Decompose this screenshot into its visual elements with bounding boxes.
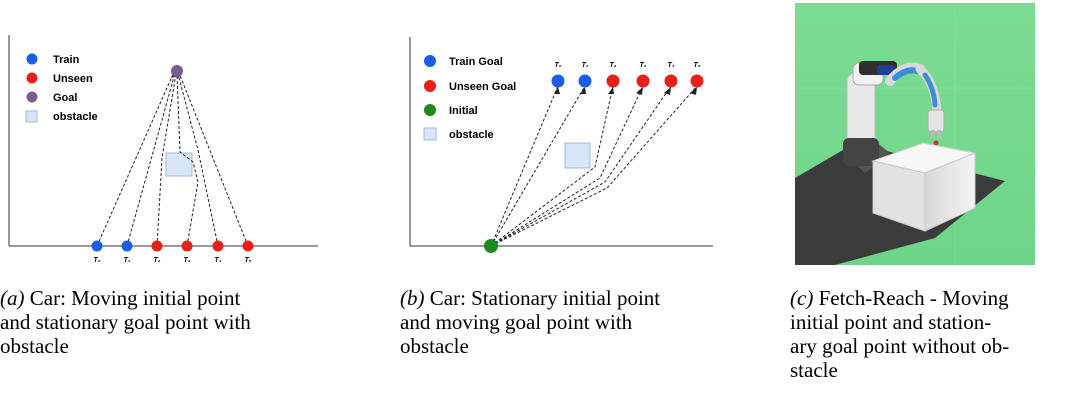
caption-b-label: (b)	[400, 286, 425, 310]
tick-label-t0: T₀	[554, 62, 561, 69]
caption-a-label: (a)	[0, 286, 25, 310]
legend-unseen-goal-marker	[424, 80, 436, 92]
caption-a-line-2: and stationary goal point with	[0, 310, 251, 334]
legend-train-marker	[26, 53, 38, 65]
figure-b-diagram: Train Goal Unseen Goal Initial obstacle …	[409, 37, 713, 253]
caption-b-line-1: Car: Stationary initial point	[429, 286, 661, 310]
tick-label-t5: T₅	[244, 257, 251, 264]
figure-a-diagram: Train Unseen Goal obstacle T₀ T₁ T₂ T₃ T…	[8, 35, 318, 264]
legend-obstacle-label: obstacle	[449, 129, 494, 141]
goal-point	[171, 65, 183, 77]
legend-goal-label: Goal	[53, 92, 77, 104]
goal-point-t0	[551, 74, 565, 88]
start-point-t1	[121, 240, 133, 252]
tick-label-t0: T₀	[93, 257, 100, 264]
tick-label-t3: T₃	[184, 257, 191, 264]
legend-goal-marker	[26, 91, 38, 103]
legend-train-label: Train	[53, 54, 80, 66]
obstacle	[564, 142, 591, 169]
start-point-t0	[91, 240, 103, 252]
tick-label-t1: T₁	[582, 62, 589, 69]
caption-c-line-3: ary goal point without ob-	[790, 334, 1010, 358]
caption-a: (a) Car: Moving initial point and statio…	[0, 286, 300, 358]
start-point-t2	[151, 240, 163, 252]
legend-initial-label: Initial	[449, 105, 478, 117]
table-box	[871, 142, 977, 232]
caption-c-line-2: initial point and station-	[790, 310, 992, 334]
initial-point	[484, 239, 498, 253]
legend-unseen-goal-label: Unseen Goal	[449, 81, 516, 93]
tick-label-t1: T₁	[124, 257, 131, 264]
tick-label-t2: T₂	[154, 257, 161, 264]
target-marker	[933, 140, 939, 146]
caption-c-line-1: Fetch-Reach - Moving	[818, 286, 1009, 310]
start-point-t3	[181, 240, 193, 252]
legend-obstacle-label: obstacle	[53, 111, 98, 123]
legend-initial-marker	[424, 104, 436, 116]
tick-label-t5: T₅	[693, 62, 700, 69]
tick-label-t4: T₄	[667, 62, 674, 69]
fetch-robot	[843, 61, 945, 166]
caption-a-line-1: Car: Moving initial point	[29, 286, 241, 310]
tick-label-t2: T₂	[610, 62, 617, 69]
legend-train-goal-marker	[424, 55, 436, 67]
legend-train-goal-label: Train Goal	[449, 56, 503, 68]
goal-point-t2	[606, 74, 620, 88]
goal-point-t1	[578, 74, 592, 88]
goal-point-t3	[636, 74, 650, 88]
start-point-t4	[212, 240, 224, 252]
obstacle	[165, 152, 193, 177]
legend-unseen-label: Unseen	[53, 73, 93, 85]
trajectory-paths	[490, 85, 698, 247]
legend-unseen-marker	[26, 72, 38, 84]
trajectory-arrowheads	[554, 87, 697, 95]
legend-obstacle-marker	[423, 127, 437, 141]
caption-b: (b) Car: Stationary initial point and mo…	[400, 286, 720, 358]
caption-b-line-2: and moving goal point with	[400, 310, 633, 334]
caption-c-label: (c)	[790, 286, 814, 310]
caption-a-line-3: obstacle	[0, 334, 69, 358]
fetch-reach-render	[795, 3, 1035, 265]
caption-c: (c) Fetch-Reach - Moving initial point a…	[790, 286, 1060, 382]
tick-label-t4: T₄	[214, 257, 221, 264]
tick-label-t3: T₃	[640, 62, 647, 69]
caption-c-line-4: stacle	[790, 358, 838, 382]
start-point-t5	[242, 240, 254, 252]
goal-point-t5	[690, 74, 704, 88]
goal-point-t4	[664, 74, 678, 88]
trajectory-paths	[96, 71, 249, 247]
legend-obstacle-marker	[25, 110, 38, 123]
caption-b-line-3: obstacle	[400, 334, 469, 358]
